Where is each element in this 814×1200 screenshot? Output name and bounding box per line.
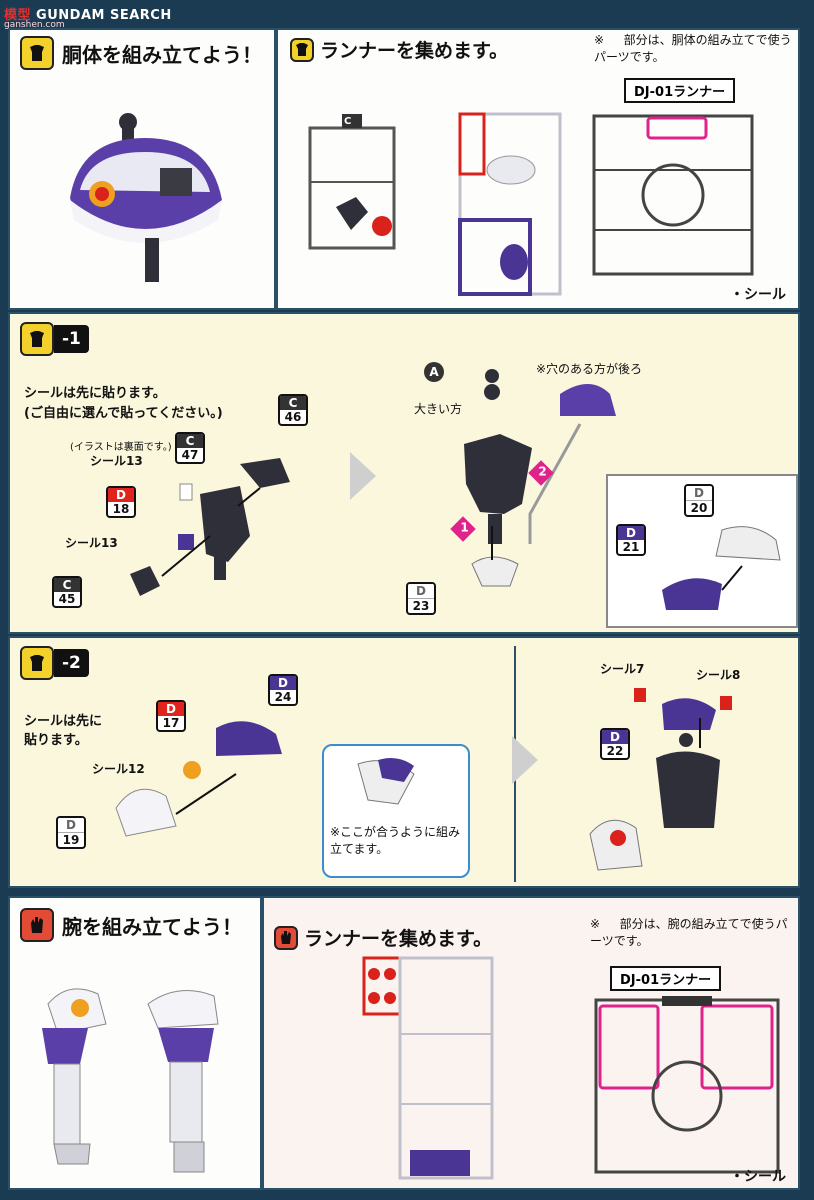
fit-note: ※ここが合うように組み立てます。 [330,824,462,858]
dj01-runner-image [588,110,758,280]
runner-d-arm-image [360,954,500,1184]
inset-parts-image [652,520,792,620]
body-runner-panel: ランナーを集めます。 ※ 部分は、胴体の組み立てで使うパーツです。 DJ-01ラ… [276,28,800,310]
step-2-assembly-image [580,678,760,878]
torso-icon [290,38,314,62]
next-arrow [350,452,376,500]
arms-assembled-image [18,964,254,1184]
sticker-notice: シールは先に貼ります。 [24,382,166,401]
step-1-panel: -1 シールは先に貼ります。 (ご自由に選んで貼ってください。) (イラストは裏… [8,312,800,634]
fit-callout: ※ここが合うように組み立てます。 [322,744,470,878]
seal-label: ・シール [730,284,786,304]
runner-label: DJ-01ランナー [610,966,721,991]
step-2-parts-image [96,708,316,848]
runner-label: DJ-01ランナー [624,78,735,103]
sticker-notice-sub: (ご自由に選んで貼ってください。) [24,402,223,421]
step-1-header: -1 [20,322,89,356]
body-title: 胴体を組み立てよう！ [20,36,262,70]
hand-icon [20,908,54,942]
arm-assembly-panel: 腕を組み立てよう！ [8,896,262,1190]
arm-title: 腕を組み立てよう！ [20,908,242,942]
step-2-header: -2 [20,646,89,680]
step-1-parts-image [110,444,310,614]
fit-detail-image [348,754,428,814]
runner-d-image [456,110,566,300]
runner-c-letter: C [344,116,351,127]
torso-icon [20,36,54,70]
seal-label: ・シール [730,1166,786,1186]
arm-runner-title: ランナーを集めます。 [274,924,492,951]
seal-7: シール7 [600,660,644,677]
torso-icon [20,646,54,680]
arm-runner-note: ※ 部分は、腕の組み立てで使うパーツです。 [590,916,790,950]
next-arrow [512,736,538,784]
body-assembly-panel: 胴体を組み立てよう！ [8,28,276,310]
hand-icon [274,926,298,950]
dj01-runner-arm-image [592,996,782,1176]
body-runner-note: ※ 部分は、胴体の組み立てで使うパーツです。 [594,32,794,66]
arm-runner-panel: ランナーを集めます。 ※ 部分は、腕の組み立てで使うパーツです。 DJ-01ラン… [262,896,800,1190]
body-runner-title: ランナーを集めます。 [290,36,508,63]
torso-assembled-image [50,108,240,298]
runner-c-image [306,112,401,252]
torso-icon [20,322,54,356]
